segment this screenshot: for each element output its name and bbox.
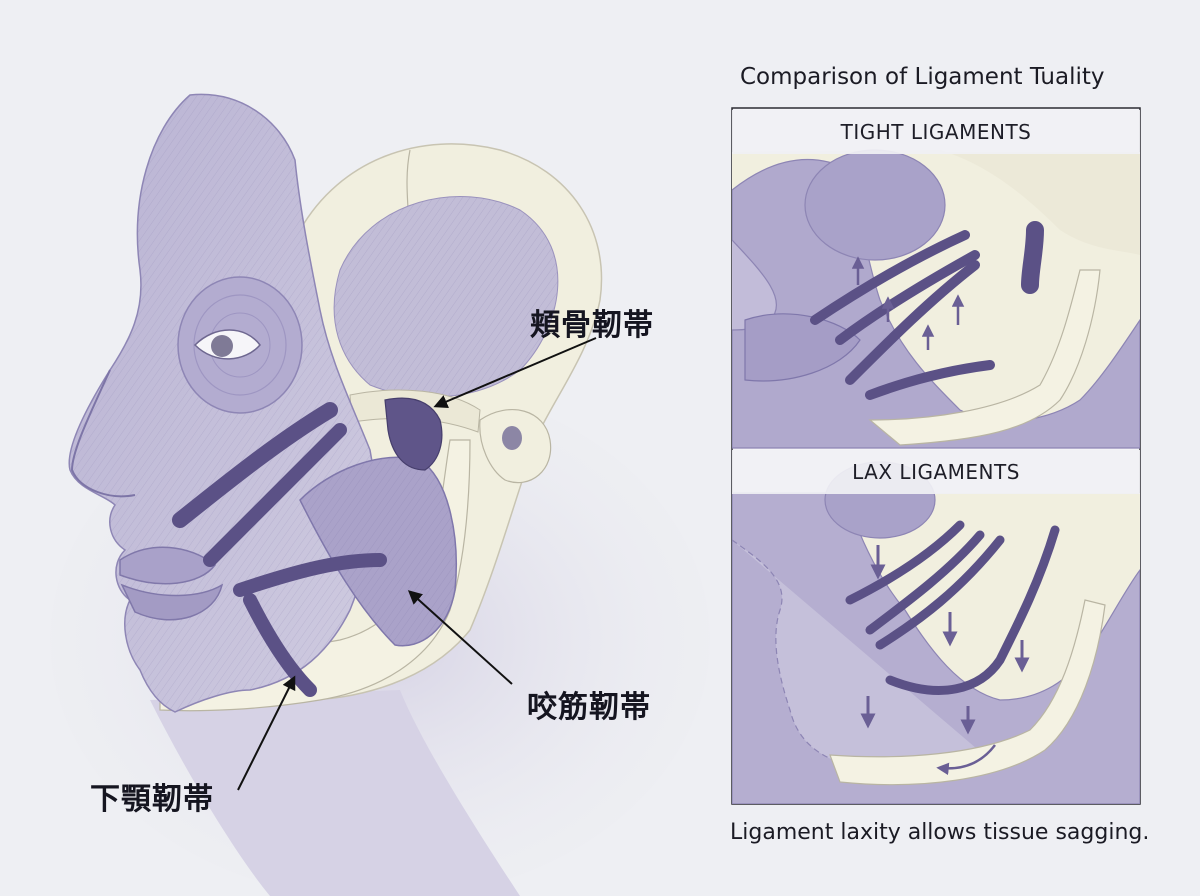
lax-ligaments-heading: LAX LIGAMENTS xyxy=(852,460,1020,484)
arrow-mandibular xyxy=(237,675,296,791)
neck xyxy=(150,690,520,896)
comparison-title: Comparison of Ligament Tuality xyxy=(740,64,1105,90)
lax-ligaments-header: LAX LIGAMENTS xyxy=(732,450,1140,494)
ligament-bands xyxy=(172,402,387,697)
eye-iris xyxy=(211,335,233,357)
ligament-band xyxy=(172,402,338,528)
lax-illustration xyxy=(732,461,1140,804)
face-main xyxy=(50,93,710,896)
label-mandibular-ligament: 下顎靭帯 xyxy=(90,782,214,817)
nose xyxy=(70,369,136,498)
ear-canal xyxy=(502,426,522,450)
callout-arrows xyxy=(237,337,597,791)
lower-lip xyxy=(120,583,224,621)
ligament-band xyxy=(203,423,347,567)
label-zygomatic-ligament: 頬骨靭帯 xyxy=(530,308,654,343)
tight-illustration xyxy=(732,149,1140,449)
tight-ligaments-heading: TIGHT LIGAMENTS xyxy=(840,120,1032,144)
upper-lip xyxy=(119,546,217,585)
arrow-masseteric xyxy=(407,590,513,685)
zygomatic-ligament xyxy=(384,397,443,471)
tight-ligaments-header: TIGHT LIGAMENTS xyxy=(732,110,1140,154)
label-masseteric-ligament: 咬筋靭帯 xyxy=(527,690,651,725)
ligament-band xyxy=(243,593,317,697)
ligament-band xyxy=(233,553,387,597)
comparison-caption: Ligament laxity allows tissue sagging. xyxy=(730,820,1150,845)
arrow-zygomatic xyxy=(433,337,597,409)
